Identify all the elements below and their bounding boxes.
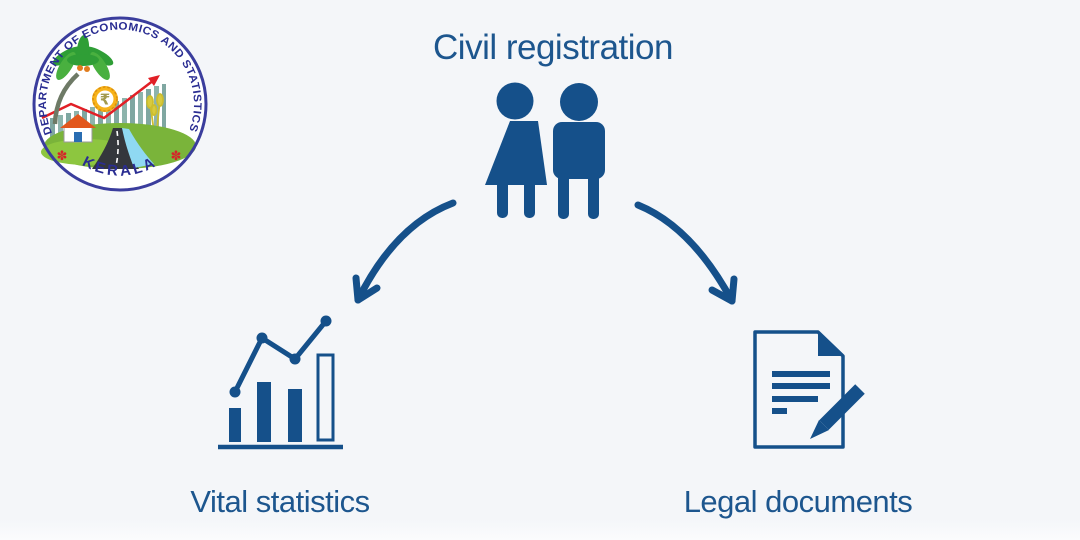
kerala-des-logo: ₹	[32, 16, 208, 192]
document-pen-icon	[753, 330, 865, 449]
vital-statistics-label: Vital statistics	[190, 484, 370, 519]
logo-house	[60, 114, 96, 143]
rupee-icon: ₹	[100, 92, 110, 109]
flower-icon: ✽	[171, 148, 182, 163]
logo-road	[92, 128, 139, 169]
bar-chart-icon	[218, 315, 343, 450]
legal-documents-label: Legal documents	[683, 484, 913, 519]
logo-palm-tree	[52, 35, 114, 125]
couple-icon	[485, 82, 605, 219]
flower-icon: ✽	[57, 148, 68, 163]
logo-ring	[32, 16, 208, 192]
diagram-title: Civil registration	[433, 28, 673, 67]
curved-arrow-right-icon	[634, 201, 738, 305]
logo-scene: ₹	[41, 35, 196, 169]
pen-icon	[810, 384, 865, 439]
logo-rupee-coin: ₹	[92, 86, 118, 112]
logo-river	[122, 128, 154, 168]
document-text-lines	[772, 371, 830, 414]
man-icon	[553, 83, 605, 219]
woman-icon	[485, 82, 547, 218]
curved-arrow-left-icon	[352, 199, 457, 304]
